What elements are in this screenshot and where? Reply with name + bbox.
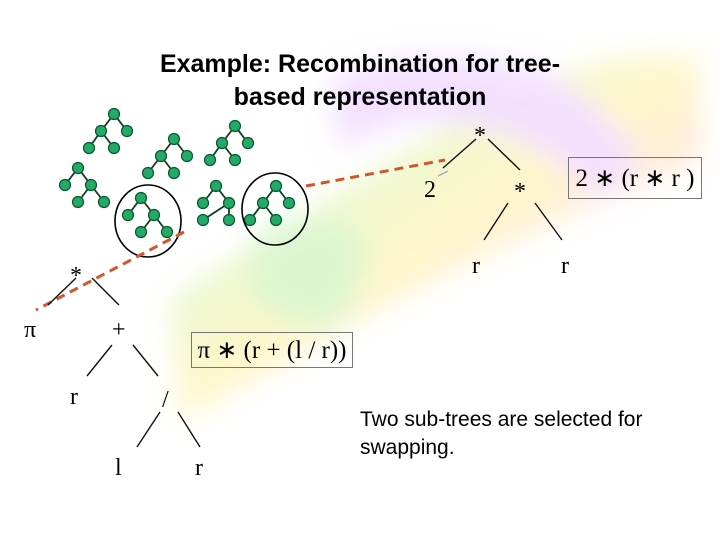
tree-node-dot	[203, 153, 217, 167]
tree-right-node-2: 2	[424, 177, 436, 203]
population-tree-icon	[58, 161, 111, 209]
population-tree-icon	[82, 107, 134, 155]
tree-left-node-div: /	[162, 387, 169, 413]
tree-node-dot	[107, 141, 121, 155]
slide-title: Example: Recombination for tree- based r…	[60, 48, 660, 114]
expression-right: 2 ∗ (r ∗ r )	[568, 157, 702, 199]
selection-circle-left	[114, 184, 182, 258]
selection-circle-right	[241, 172, 309, 246]
dashed-connector-left	[35, 230, 185, 312]
tree-left-node-pi: π	[24, 317, 36, 343]
tree-left-node-r2: r	[195, 455, 203, 481]
tree-node-dot	[120, 124, 134, 138]
tree-node-dot	[121, 208, 135, 222]
caption-text: Two sub-trees are selected for swapping.	[360, 408, 643, 459]
tree-right-node-mult: *	[514, 179, 526, 205]
tree-node-dot	[222, 196, 236, 210]
tree-left-root: *	[70, 263, 82, 289]
tree-node-dot	[243, 213, 257, 227]
expression-left: π ∗ (r + (l / r))	[191, 332, 353, 368]
tree-node-dot	[215, 136, 229, 150]
tree-node-dot	[180, 149, 194, 163]
population-tree-icon	[196, 179, 236, 227]
tree-node-dot	[167, 132, 181, 146]
tree-node-dot	[196, 196, 210, 210]
tree-left-node-l: l	[115, 455, 122, 481]
tree-left-node-plus: +	[112, 317, 126, 343]
tree-right-node-r1: r	[472, 253, 480, 279]
tree-node-dot	[256, 196, 270, 210]
population-trees	[58, 107, 296, 239]
tree-node-dot	[94, 124, 108, 138]
tree-right-edges	[437, 138, 563, 241]
tree-node-dot	[228, 153, 242, 167]
tree-node-dot	[84, 178, 98, 192]
title-line-2: based representation	[233, 83, 487, 111]
tree-node-dot	[241, 136, 255, 150]
title-line-1: Example: Recombination for tree-	[159, 50, 561, 78]
tree-node-dot	[196, 213, 210, 227]
population-tree-icon	[243, 179, 296, 227]
tree-node-dot	[134, 191, 148, 205]
tree-node-dot	[154, 149, 168, 163]
tree-node-dot	[269, 213, 283, 227]
population-tree-icon	[121, 191, 174, 239]
tree-left-node-r: r	[70, 384, 78, 410]
tree-node-dot	[228, 119, 242, 133]
tree-node-dot	[222, 213, 236, 227]
tree-node-dot	[71, 195, 85, 209]
tree-node-dot	[269, 179, 283, 193]
population-tree-icon	[203, 119, 255, 167]
tree-right-node-r2: r	[561, 253, 569, 279]
tree-node-dot	[107, 107, 121, 121]
tree-node-dot	[82, 141, 96, 155]
tree-node-dot	[147, 208, 161, 222]
tree-node-dot	[282, 196, 296, 210]
tree-node-dot	[134, 225, 148, 239]
population-tree-icon	[141, 132, 194, 180]
tree-node-dot	[71, 161, 85, 175]
tree-node-dot	[97, 195, 111, 209]
tree-node-dot	[209, 179, 223, 193]
tree-node-dot	[141, 166, 155, 180]
tree-node-dot	[58, 178, 72, 192]
tree-right-root: *	[474, 123, 486, 149]
dashed-connector-right	[305, 158, 446, 188]
tree-node-dot	[160, 225, 174, 239]
tree-node-dot	[167, 166, 181, 180]
tree-left-edges	[47, 277, 201, 448]
